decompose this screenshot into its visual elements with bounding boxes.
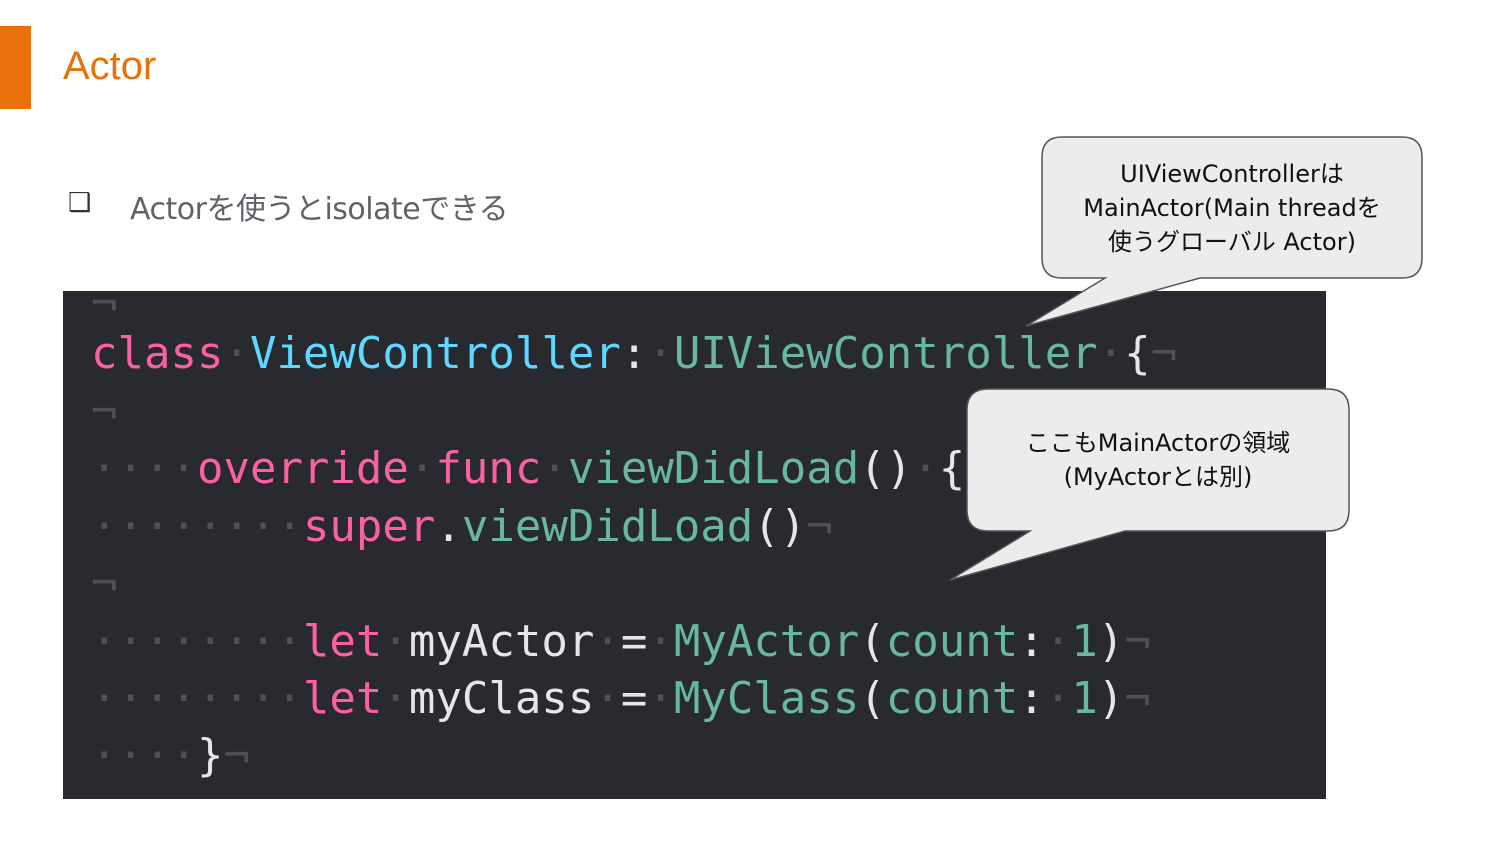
whitespace-marker: ·: [594, 673, 621, 724]
whitespace-marker: ·: [594, 616, 621, 667]
return-marker: ¬: [91, 291, 118, 329]
callout-top-line1: UIViewControllerは: [1120, 160, 1344, 188]
code-token: UIViewController: [673, 328, 1098, 379]
return-marker: ¬: [91, 558, 118, 609]
code-token: ): [1097, 616, 1125, 667]
code-line: ····}¬: [91, 731, 250, 781]
accent-bar: [0, 26, 31, 109]
whitespace-marker: ········: [91, 673, 303, 724]
whitespace-marker: ·: [1097, 328, 1125, 379]
return-marker: ¬: [91, 386, 118, 437]
code-token: 1: [1071, 673, 1098, 724]
callout-top-line3: 使うグローバル Actor): [1108, 228, 1356, 256]
code-token: let: [302, 616, 383, 667]
callout-middle-line1: ここもMainActorの領域: [1025, 429, 1291, 457]
return-marker: ¬: [1124, 616, 1151, 667]
code-line: ¬: [91, 387, 118, 437]
whitespace-marker: ········: [91, 501, 303, 552]
code-line: ········let·myActor·=·MyActor(count:·1)¬: [91, 617, 1151, 667]
callout-middle-shape: [949, 388, 1350, 581]
callout-middle-line2: (MyActorとは別): [1063, 463, 1253, 491]
code-token: {: [938, 443, 966, 494]
code-token: (: [859, 616, 886, 667]
code-token: 1: [1071, 616, 1098, 667]
return-marker: ¬: [223, 730, 250, 781]
code-token: MyClass: [673, 673, 860, 724]
code-token: =: [620, 616, 648, 667]
code-token: ): [1097, 673, 1125, 724]
code-token: (): [753, 501, 807, 552]
code-token: count: [885, 673, 1019, 724]
code-token: ViewController: [249, 328, 621, 379]
code-line: class·ViewController:·UIViewController·{…: [91, 329, 1177, 379]
code-line: ¬: [91, 559, 118, 609]
code-token: viewDidLoad: [567, 443, 860, 494]
code-token: (): [859, 443, 913, 494]
code-token: MyActor: [673, 616, 860, 667]
code-token: class: [91, 328, 224, 379]
code-token: :: [1018, 616, 1045, 667]
code-token: (: [859, 673, 886, 724]
callout-top-line2: MainActor(Main threadを: [1083, 194, 1381, 222]
code-token: viewDidLoad: [461, 501, 754, 552]
code-token: override: [196, 443, 409, 494]
whitespace-marker: ·: [223, 328, 250, 379]
whitespace-marker: ········: [91, 616, 303, 667]
code-token: =: [620, 673, 648, 724]
whitespace-marker: ·: [382, 616, 409, 667]
slide-title: Actor: [63, 44, 157, 88]
return-marker: ¬: [1150, 328, 1178, 379]
whitespace-marker: ····: [91, 443, 197, 494]
whitespace-marker: ·: [647, 616, 674, 667]
whitespace-marker: ·: [647, 673, 674, 724]
code-line: ¬: [91, 291, 118, 329]
return-marker: ¬: [1124, 673, 1151, 724]
whitespace-marker: ·: [541, 443, 568, 494]
code-token: myActor: [408, 616, 595, 667]
whitespace-marker: ·: [382, 673, 409, 724]
code-line: ········let·myClass·=·MyClass(count:·1)¬: [91, 674, 1151, 724]
code-token: :: [1018, 673, 1045, 724]
code-token: super: [302, 501, 436, 552]
code-token: :: [620, 328, 648, 379]
callout-top-shape: [1025, 136, 1423, 327]
whitespace-marker: ·: [1044, 616, 1072, 667]
whitespace-marker: ·: [647, 328, 674, 379]
code-token: .: [435, 501, 462, 552]
code-token: }: [196, 730, 224, 781]
whitespace-marker: ·: [1044, 673, 1072, 724]
code-token: let: [302, 673, 383, 724]
whitespace-marker: ·: [408, 443, 436, 494]
checkbox-bullet-icon: ❑: [68, 188, 92, 218]
whitespace-marker: ····: [91, 730, 197, 781]
return-marker: ¬: [806, 501, 833, 552]
code-panel: ¬class·ViewController:·UIViewController·…: [63, 291, 1326, 799]
code-line: ········super.viewDidLoad()¬: [91, 502, 833, 552]
code-token: count: [885, 616, 1019, 667]
whitespace-marker: ·: [912, 443, 939, 494]
callout-middle: ここもMainActorの領域 (MyActorとは別): [970, 426, 1346, 494]
bullet-text: Actorを使うとisolateできる: [130, 192, 509, 227]
code-token: {: [1124, 328, 1151, 379]
code-token: func: [435, 443, 542, 494]
callout-top: UIViewControllerは MainActor(Main threadを…: [1045, 157, 1419, 259]
code-token: myClass: [408, 673, 595, 724]
